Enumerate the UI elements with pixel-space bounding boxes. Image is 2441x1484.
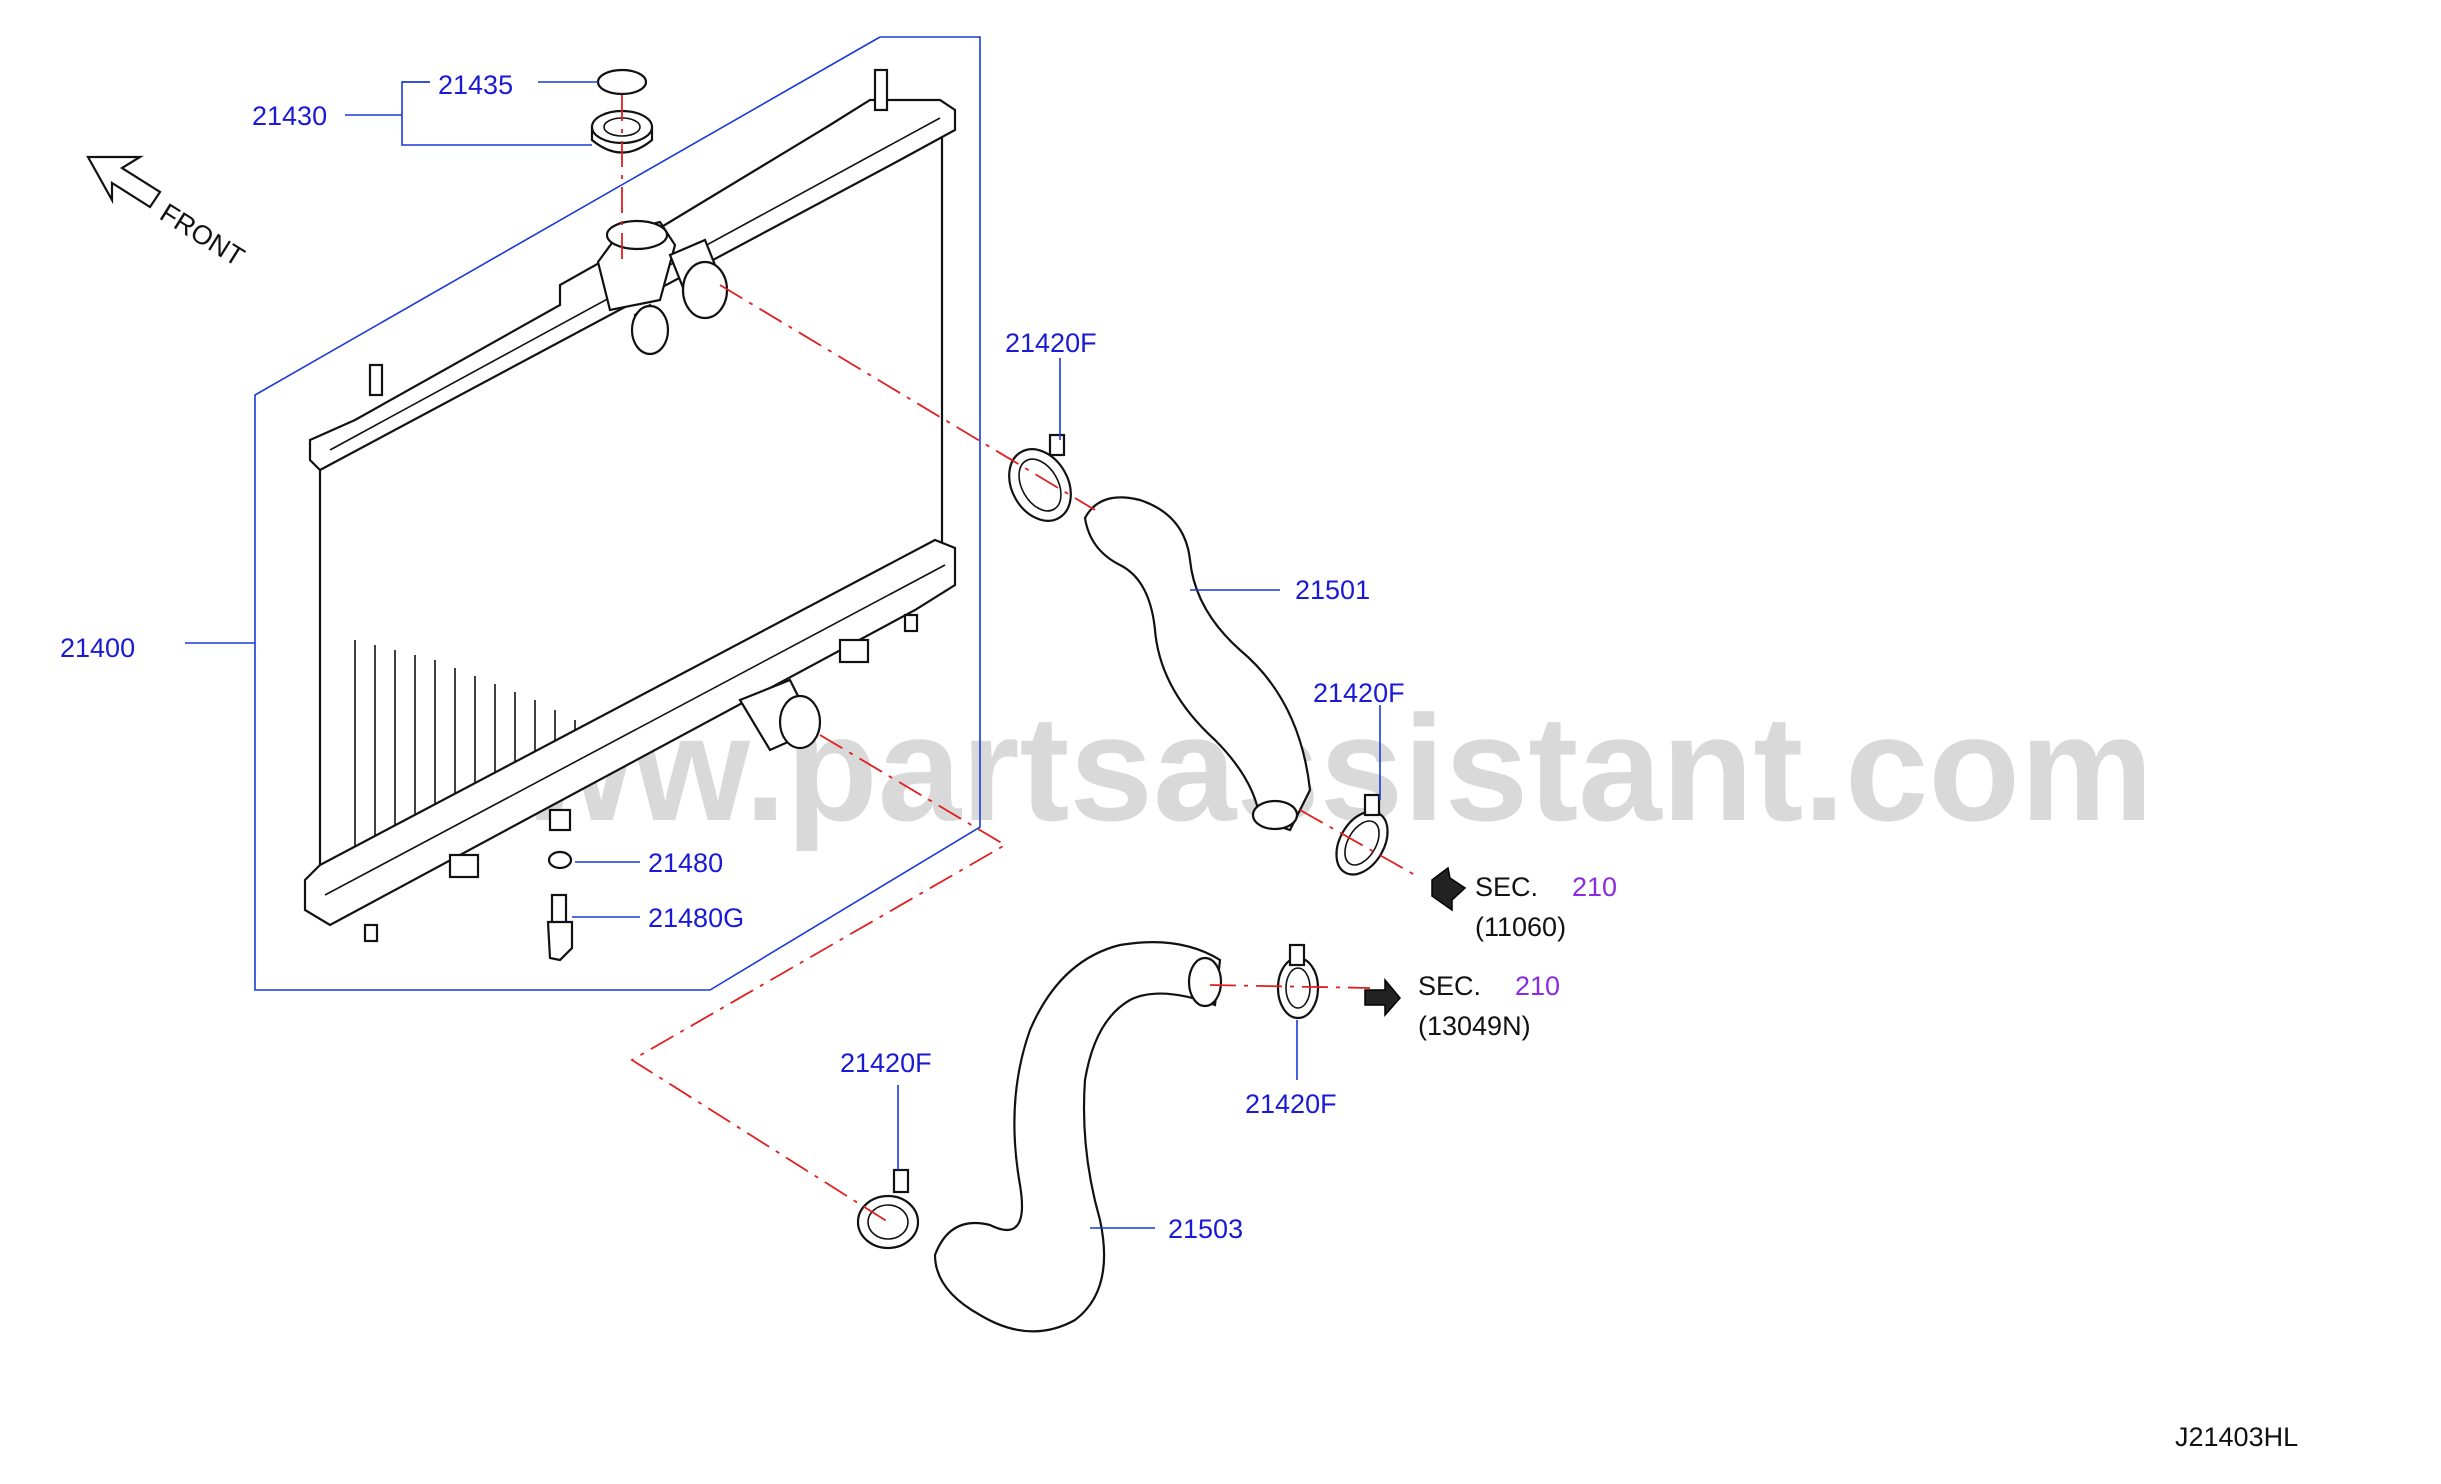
- label-radiator: 21400: [60, 633, 135, 663]
- upper-hose-center-line: [719, 284, 1096, 511]
- upper-hose: [1083, 496, 1312, 832]
- label-clamp-2: 21420F: [1313, 678, 1405, 708]
- section-1-ref: (11060): [1475, 912, 1566, 942]
- radiator-drawing: [303, 68, 957, 943]
- section-2-number: 210: [1515, 971, 1560, 1001]
- hose-clamp-lower-1: [856, 1168, 920, 1250]
- hose-clamp-upper-1: [1008, 433, 1072, 522]
- label-clamp-3: 21420F: [840, 1048, 932, 1078]
- lower-hose: [933, 941, 1223, 1333]
- radiator-cap: [590, 68, 654, 154]
- front-label: FRONT: [155, 198, 250, 273]
- section-2-ref: (13049N): [1418, 1011, 1531, 1041]
- label-lower-hose: 21503: [1168, 1214, 1243, 1244]
- section-1-number: 210: [1572, 872, 1617, 902]
- label-clamp-1: 21420F: [1005, 328, 1097, 358]
- label-upper-hose: 21501: [1295, 575, 1370, 605]
- label-drain-cock: 21480G: [648, 903, 744, 933]
- section-1-prefix: SEC.: [1475, 872, 1538, 902]
- label-cap-assembly: 21430: [252, 101, 327, 131]
- label-clamp-4: 21420F: [1245, 1089, 1337, 1119]
- drain-cock: [546, 893, 574, 962]
- section-arrow-icon-2: [1364, 977, 1401, 1017]
- hose-clamp-lower-2: [1276, 943, 1320, 1020]
- section-2-prefix: SEC.: [1418, 971, 1481, 1001]
- diagram-id: J21403HL: [2175, 1422, 2298, 1452]
- section-arrow-icon-1: [1431, 866, 1467, 912]
- label-cap-seal: 21435: [438, 70, 513, 100]
- lower-outlet-center-line: [1209, 984, 1371, 989]
- front-arrow-icon: [86, 155, 162, 209]
- lower-return-center-line: [630, 734, 1007, 1223]
- radiator-group-frame: [254, 36, 981, 991]
- label-drain-washer: 21480: [648, 848, 723, 878]
- drain-washer: [547, 850, 573, 870]
- hose-clamp-upper-2: [1335, 793, 1389, 876]
- upper-outlet-center-line: [1299, 809, 1416, 876]
